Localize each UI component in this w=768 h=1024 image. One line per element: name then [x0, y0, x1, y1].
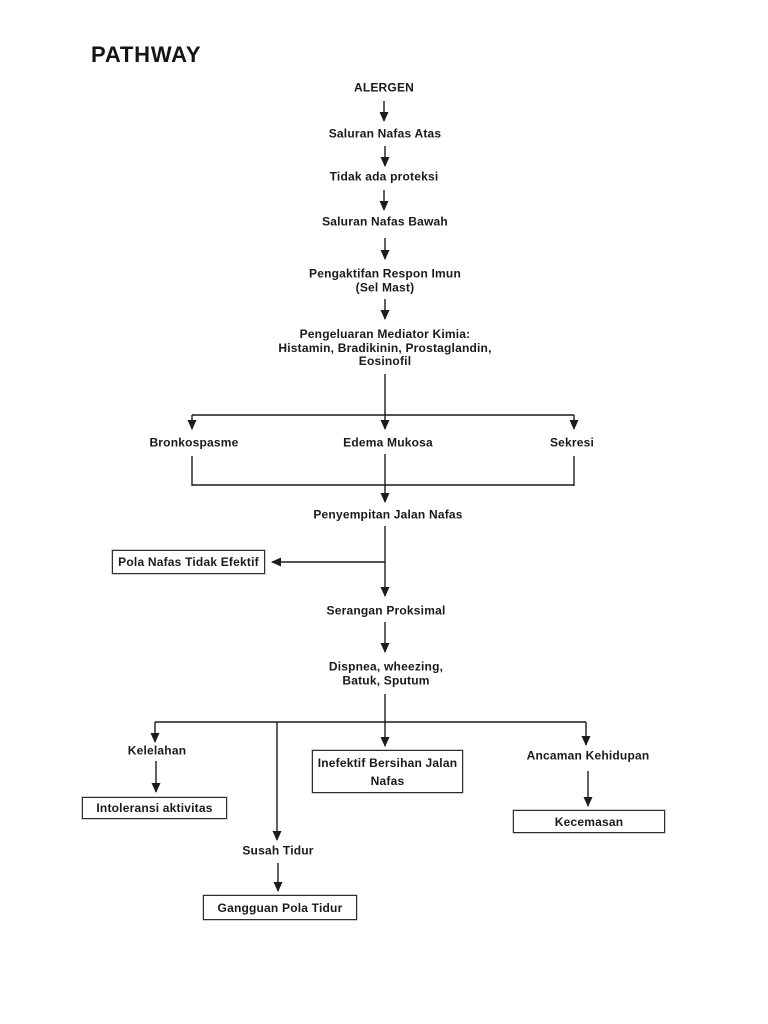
node-pola-nafas-label: Pola Nafas Tidak Efektif: [118, 555, 259, 569]
page-title: PATHWAY: [91, 42, 202, 67]
node-kelelahan: Kelelahan: [127, 743, 187, 758]
node-bronkospasme: Bronkospasme: [149, 435, 239, 450]
node-gangguan-pola-tidur-box: Gangguan Pola Tidur: [203, 895, 357, 920]
node-inefektif-bersihan-box: Inefektif Bersihan Jalan Nafas: [312, 750, 463, 793]
node-alergen: ALERGEN: [353, 80, 415, 95]
node-serangan-proksimal: Serangan Proksimal: [326, 603, 446, 618]
node-ancaman-kehidupan: Ancaman Kehidupan: [526, 748, 650, 763]
node-susah-tidur: Susah Tidur: [242, 843, 314, 858]
node-tidak-ada-proteksi: Tidak ada proteksi: [329, 169, 439, 184]
node-pola-nafas-box: Pola Nafas Tidak Efektif: [112, 550, 265, 574]
node-gangguan-pola-tidur-label: Gangguan Pola Tidur: [217, 900, 343, 915]
node-saluran-nafas-atas: Saluran Nafas Atas: [328, 126, 442, 141]
node-penyempitan-jalan-nafas: Penyempitan Jalan Nafas: [313, 507, 463, 522]
node-kecemasan-label: Kecemasan: [554, 814, 624, 829]
node-saluran-nafas-bawah: Saluran Nafas Bawah: [322, 214, 448, 229]
node-dispnea-wheezing: Dispnea, wheezing, Batuk, Sputum: [328, 659, 444, 687]
node-edema-mukosa: Edema Mukosa: [343, 435, 433, 450]
node-kecemasan-box: Kecemasan: [513, 810, 665, 833]
node-sekresi: Sekresi: [549, 435, 595, 450]
node-inefektif-bersihan-label: Inefektif Bersihan Jalan Nafas: [317, 755, 458, 788]
node-intoleransi-box: Intoleransi aktivitas: [82, 797, 227, 819]
node-pengeluaran-mediator: Pengeluaran Mediator Kimia: Histamin, Br…: [278, 326, 492, 368]
node-intoleransi-label: Intoleransi aktivitas: [96, 801, 213, 815]
node-pengaktifan-respon-imun: Pengaktifan Respon Imun (Sel Mast): [309, 266, 461, 294]
